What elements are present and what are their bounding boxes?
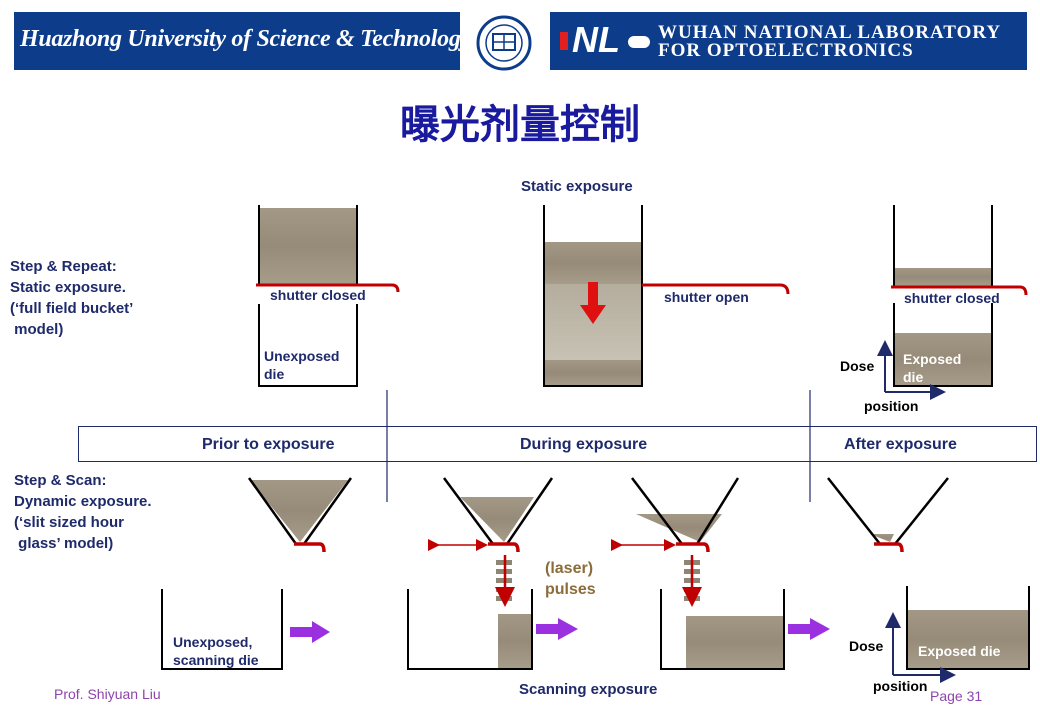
step-repeat-line: Static exposure.: [10, 279, 126, 296]
exposed-die-line: die: [903, 369, 924, 385]
lab-banner: NL WUHAN NATIONAL LABORATORY FOR OPTOELE…: [550, 12, 1027, 70]
hourglass-after: [827, 477, 1030, 683]
phase-during: During exposure: [520, 436, 648, 453]
lab-logo-text: NL: [572, 19, 620, 60]
dose-axis-scan-label: Dose: [849, 638, 884, 654]
unexposed-die-label: Unexposed die: [264, 347, 339, 383]
step-repeat-line: (‘full field bucket’: [10, 300, 134, 317]
footer-page-number: Page 31: [930, 688, 983, 704]
hourglass-during-2: [611, 477, 830, 670]
lab-logo-icon: [560, 32, 650, 50]
dose-arrow-icon: [580, 282, 606, 324]
step-scan-label: Step & Scan: Dynamic exposure. (‘slit si…: [14, 470, 152, 554]
exposed-die-scan-label: Exposed die: [918, 643, 1001, 659]
shutter-closed-before: [256, 283, 400, 293]
shutter-open: [642, 283, 790, 295]
lab-name-line1: WUHAN NATIONAL LABORATORY: [658, 22, 1002, 43]
step-scan-line: Dynamic exposure.: [14, 493, 152, 510]
hourglass-during-1: [407, 477, 578, 670]
step-scan-line: glass’ model): [14, 535, 114, 552]
laser-pulses-label: (laser) pulses: [545, 558, 596, 600]
lab-name-line2: FOR OPTOELECTRONICS: [658, 40, 914, 61]
step-repeat-line: model): [10, 321, 64, 338]
position-axis-scan-label: position: [873, 678, 928, 694]
university-name: Huazhong University of Science & Technol…: [20, 26, 471, 52]
unexposed-scanning-line: Unexposed,: [173, 634, 253, 650]
laser-pulses-line: pulses: [545, 581, 596, 598]
hourglass-prior: [161, 477, 353, 670]
step-repeat-line: Step & Repeat:: [10, 258, 117, 275]
position-axis-label: position: [864, 398, 919, 414]
exposed-die-line: Exposed: [903, 351, 962, 367]
phase-prior: Prior to exposure: [202, 436, 335, 453]
scanning-exposure-heading: Scanning exposure: [519, 681, 658, 698]
step-repeat-label: Step & Repeat: Static exposure. (‘full f…: [10, 256, 133, 340]
phase-bar: Prior to exposure During exposure After …: [78, 426, 1037, 462]
unexposed-scanning-label: Unexposed, scanning die: [173, 633, 259, 669]
step-scan-line: Step & Scan:: [14, 472, 107, 489]
bucket-after: [877, 205, 1028, 400]
footer-author: Prof. Shiyuan Liu: [54, 686, 161, 702]
page-title: 曝光剂量控制: [400, 102, 640, 148]
unexposed-die-line: die: [264, 366, 285, 382]
scan-arrow-icon: [290, 621, 330, 643]
bucket-before: [256, 205, 400, 387]
laser-pulses-line: (laser): [545, 560, 594, 577]
unexposed-die-line: Unexposed: [264, 348, 340, 364]
step-scan-line: (‘slit sized hour: [14, 514, 125, 531]
shutter-open-label: shutter open: [664, 289, 749, 305]
dose-axis-label: Dose: [840, 358, 875, 374]
exposed-die-label: Exposed die: [903, 350, 961, 386]
shutter-closed-after-label: shutter closed: [904, 290, 1000, 306]
university-banner: Huazhong University of Science & Technol…: [14, 12, 471, 70]
phase-after: After exposure: [844, 436, 957, 453]
shutter-closed-label: shutter closed: [270, 287, 366, 303]
bucket-during: [543, 205, 790, 387]
shutter-closed-after: [891, 285, 1028, 296]
unexposed-scanning-line: scanning die: [173, 652, 259, 668]
static-exposure-heading: Static exposure: [521, 178, 633, 195]
university-seal-icon: [476, 15, 532, 71]
